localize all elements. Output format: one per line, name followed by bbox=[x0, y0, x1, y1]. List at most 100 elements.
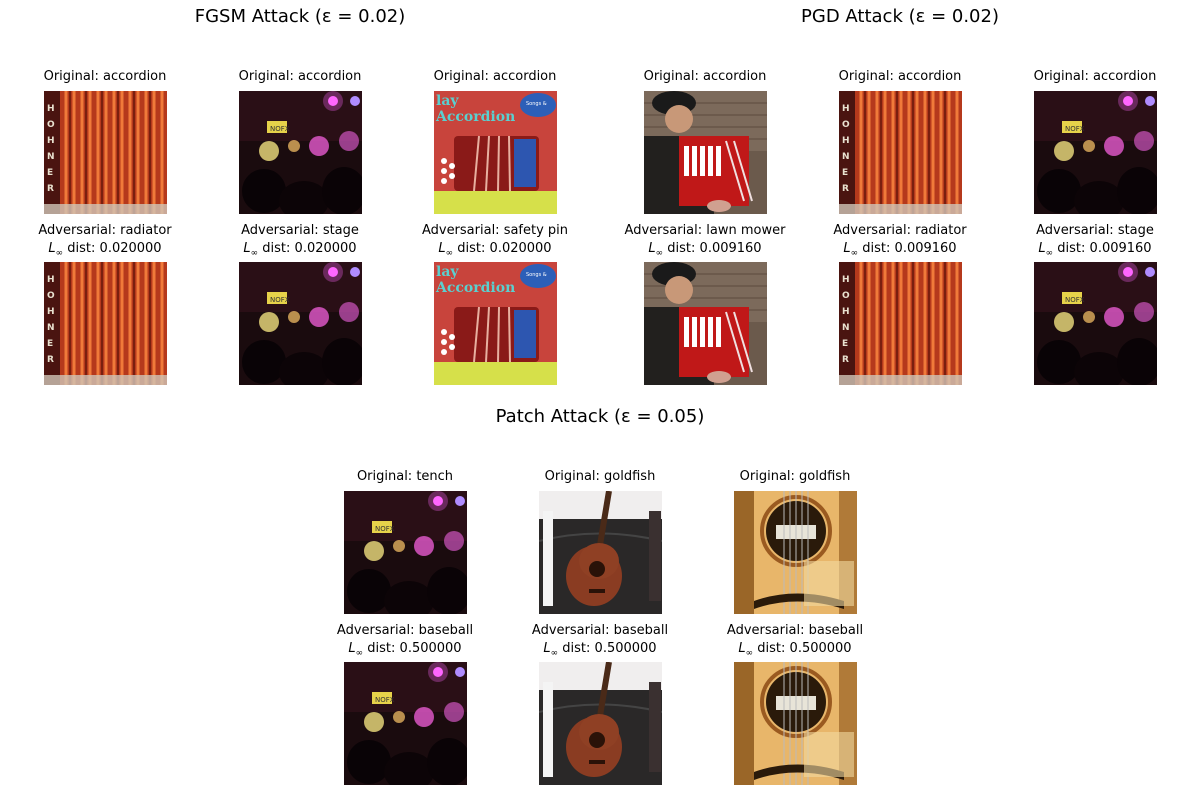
svg-text:H: H bbox=[47, 104, 55, 114]
linf-symbol: L bbox=[438, 241, 446, 256]
svg-text:NOFX: NOFX bbox=[375, 696, 395, 704]
svg-text:H: H bbox=[842, 275, 850, 285]
linf-subscript: ∞ bbox=[250, 248, 259, 259]
svg-text:R: R bbox=[842, 355, 849, 365]
accordion-bellows-image: HOH NER bbox=[838, 91, 962, 214]
patch-adversarial-image: NOFX bbox=[343, 662, 467, 785]
pgd-adversarial-image: NOFX bbox=[1033, 262, 1157, 385]
svg-text:H: H bbox=[47, 136, 55, 146]
guitar-soundhole-image bbox=[733, 662, 857, 785]
linf-symbol: L bbox=[843, 241, 851, 256]
svg-text:E: E bbox=[47, 339, 53, 349]
adversarial-label: Adversarial: baseball bbox=[336, 623, 474, 638]
dist-value: 0.500000 bbox=[594, 641, 657, 656]
svg-text:Accordion: Accordion bbox=[435, 109, 515, 125]
svg-text:R: R bbox=[842, 184, 849, 194]
linf-distance-label: L∞ dist: 0.009160 bbox=[610, 240, 800, 263]
man-playing-accordion-image bbox=[643, 262, 767, 385]
dist-prefix: dist: bbox=[457, 241, 490, 256]
pgd-original-image bbox=[643, 91, 767, 214]
pgd-original-label: Original: accordion bbox=[1033, 69, 1157, 84]
fgsm-original-image: lay Accordion Songs & bbox=[433, 91, 557, 214]
dist-prefix: dist: bbox=[862, 241, 895, 256]
svg-text:NOFX: NOFX bbox=[1065, 125, 1085, 133]
svg-text:N: N bbox=[842, 152, 850, 162]
dist-value: 0.020000 bbox=[99, 241, 162, 256]
linf-subscript: ∞ bbox=[850, 248, 859, 259]
concert-stage-image: NOFX bbox=[343, 491, 467, 614]
adversarial-label: Adversarial: baseball bbox=[726, 623, 864, 638]
dist-value: 0.020000 bbox=[294, 241, 357, 256]
linf-distance-label: L∞ dist: 0.500000 bbox=[310, 640, 500, 663]
svg-text:O: O bbox=[47, 291, 55, 301]
concert-stage-image: NOFX bbox=[343, 662, 467, 785]
svg-text:H: H bbox=[47, 275, 55, 285]
patch-original-label: Original: goldfish bbox=[739, 469, 851, 484]
patch-adversarial-image bbox=[538, 662, 662, 785]
linf-subscript: ∞ bbox=[655, 248, 664, 259]
svg-text:E: E bbox=[842, 168, 848, 178]
linf-symbol: L bbox=[1038, 241, 1046, 256]
svg-text:H: H bbox=[842, 307, 850, 317]
svg-text:R: R bbox=[47, 184, 54, 194]
svg-text:O: O bbox=[47, 120, 55, 130]
pgd-original-image: NOFX bbox=[1033, 91, 1157, 214]
svg-text:O: O bbox=[842, 291, 850, 301]
svg-text:E: E bbox=[47, 168, 53, 178]
linf-subscript: ∞ bbox=[355, 648, 364, 659]
adversarial-label: Adversarial: safety pin bbox=[421, 223, 569, 238]
patch-section-title: Patch Attack (ε = 0.05) bbox=[495, 406, 705, 427]
guitar-on-couch-image bbox=[538, 491, 662, 614]
svg-text:Accordion: Accordion bbox=[435, 280, 515, 296]
concert-stage-image: NOFX bbox=[1033, 91, 1157, 214]
linf-subscript: ∞ bbox=[745, 648, 754, 659]
dist-value: 0.500000 bbox=[789, 641, 852, 656]
accordion-bellows-image: HOH NER bbox=[838, 262, 962, 385]
linf-symbol: L bbox=[738, 641, 746, 656]
linf-distance-label: L∞ dist: 0.020000 bbox=[10, 240, 200, 263]
fgsm-adversarial-image: lay Accordion Songs & bbox=[433, 262, 557, 385]
svg-text:Songs &: Songs & bbox=[526, 101, 547, 107]
patch-original-image: NOFX bbox=[343, 491, 467, 614]
fgsm-section-title: FGSM Attack (ε = 0.02) bbox=[194, 6, 406, 27]
patch-original-label: Original: goldfish bbox=[544, 469, 656, 484]
svg-text:H: H bbox=[47, 307, 55, 317]
accordion-book-cover-image: lay Accordion Songs & bbox=[433, 91, 557, 214]
man-playing-accordion-image bbox=[643, 91, 767, 214]
pgd-adversarial-caption: Adversarial: lawn mower L∞ dist: 0.009160 bbox=[610, 222, 800, 263]
linf-symbol: L bbox=[648, 241, 656, 256]
svg-text:N: N bbox=[47, 152, 55, 162]
dist-value: 0.020000 bbox=[489, 241, 552, 256]
dist-prefix: dist: bbox=[67, 241, 100, 256]
pgd-adversarial-image bbox=[643, 262, 767, 385]
accordion-book-cover-image: lay Accordion Songs & bbox=[433, 262, 557, 385]
linf-subscript: ∞ bbox=[445, 248, 454, 259]
dist-value: 0.500000 bbox=[399, 641, 462, 656]
pgd-section-title: PGD Attack (ε = 0.02) bbox=[801, 6, 999, 27]
adversarial-label: Adversarial: lawn mower bbox=[624, 223, 786, 238]
pgd-original-label: Original: accordion bbox=[838, 69, 962, 84]
svg-text:NOFX: NOFX bbox=[375, 525, 395, 533]
dist-prefix: dist: bbox=[1057, 241, 1090, 256]
accordion-bellows-image: HOH NER bbox=[43, 262, 167, 385]
svg-text:lay: lay bbox=[436, 93, 459, 109]
linf-distance-label: L∞ dist: 0.020000 bbox=[205, 240, 395, 263]
fgsm-original-label: Original: accordion bbox=[43, 69, 167, 84]
dist-value: 0.009160 bbox=[894, 241, 957, 256]
concert-stage-image: NOFX bbox=[238, 262, 362, 385]
fgsm-original-label: Original: accordion bbox=[238, 69, 362, 84]
adversarial-label: Adversarial: stage bbox=[1036, 223, 1154, 238]
linf-distance-label: L∞ dist: 0.500000 bbox=[505, 640, 695, 663]
guitar-on-couch-image bbox=[538, 662, 662, 785]
patch-original-image bbox=[538, 491, 662, 614]
concert-stage-image: NOFX bbox=[1033, 262, 1157, 385]
dist-value: 0.009160 bbox=[699, 241, 762, 256]
